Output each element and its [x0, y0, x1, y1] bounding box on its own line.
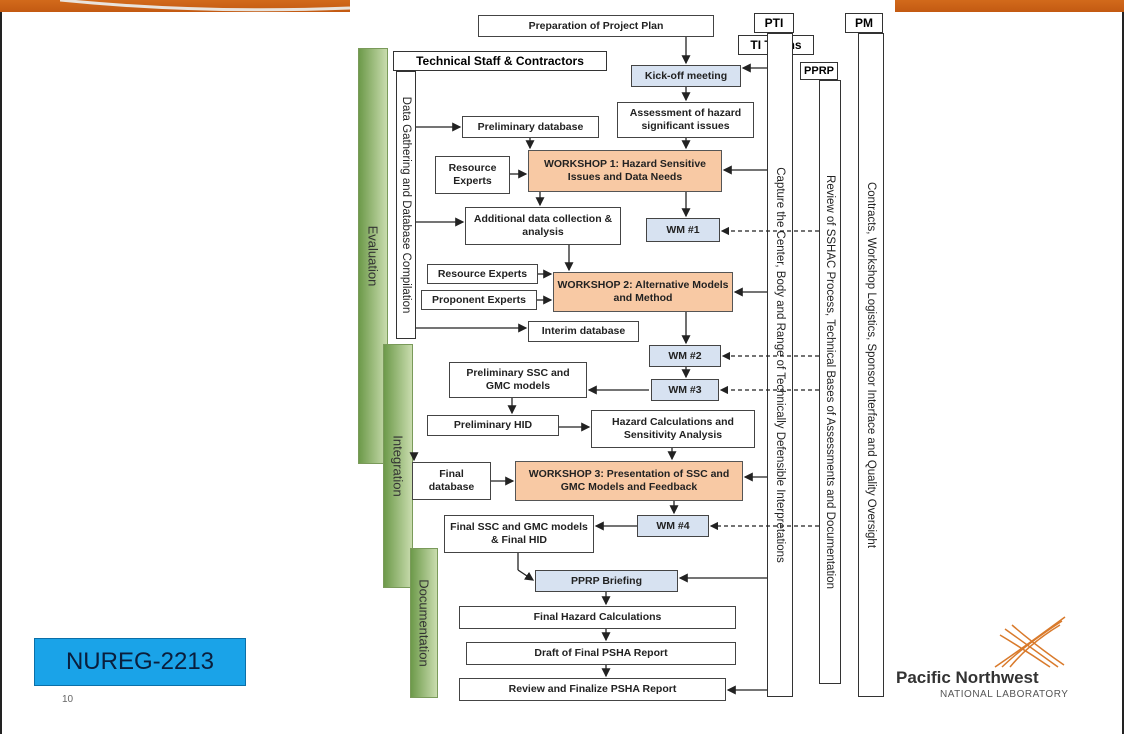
box-draft-report: Draft of Final PSHA Report	[466, 642, 736, 665]
top-banner-gap	[350, 0, 895, 12]
logo-name: Pacific Northwest	[896, 668, 1039, 687]
box-interim-db: Interim database	[528, 321, 639, 342]
box-final-hazard: Final Hazard Calculations	[459, 606, 736, 629]
box-prelim-hid: Preliminary HID	[427, 415, 559, 436]
column-contracts: Contracts, Workshop Logistics, Sponsor I…	[858, 33, 884, 697]
box-pprp-briefing: PPRP Briefing	[535, 570, 678, 592]
page-number: 10	[62, 694, 74, 705]
box-wm3: WM #3	[651, 379, 719, 401]
box-resource-experts-1: Resource Experts	[435, 156, 510, 194]
column-review: Review of SSHAC Process, Technical Bases…	[819, 80, 841, 684]
header-pprp: PPRP	[800, 62, 838, 80]
slide-border-right	[1122, 12, 1124, 734]
column-capture: Capture the Center, Body and Range of Te…	[767, 33, 793, 697]
box-prelim-db: Preliminary database	[462, 116, 599, 138]
box-additional-data: Additional data collection & analysis	[465, 207, 621, 245]
box-wm4: WM #4	[637, 515, 709, 537]
pnnl-logo-icon	[994, 616, 1066, 668]
box-wm2: WM #2	[649, 345, 721, 367]
column-data-gathering: Data Gathering and Database Compilation	[396, 71, 416, 339]
header-pm: PM	[845, 13, 883, 33]
box-prelim-models: Preliminary SSC and GMC models	[449, 362, 587, 398]
box-assessment: Assessment of hazard significant issues	[617, 102, 754, 138]
box-project-plan: Preparation of Project Plan	[478, 15, 714, 37]
box-hazard-calc: Hazard Calculations and Sensitivity Anal…	[591, 410, 755, 448]
box-proponent-experts: Proponent Experts	[421, 290, 537, 310]
box-final-db: Final database	[412, 462, 491, 500]
phase-documentation: Documentation	[410, 548, 438, 698]
header-pti: PTI	[754, 13, 794, 33]
box-review-report: Review and Finalize PSHA Report	[459, 678, 726, 701]
slide-border-left	[0, 12, 2, 734]
box-wm1: WM #1	[646, 218, 720, 242]
box-workshop-1: WORKSHOP 1: Hazard Sensitive Issues and …	[528, 150, 722, 192]
box-workshop-2: WORKSHOP 2: Alternative Models and Metho…	[553, 272, 733, 312]
logo-subtitle: NATIONAL LABORATORY	[940, 689, 1069, 700]
box-resource-experts-2: Resource Experts	[427, 264, 538, 284]
box-final-models: Final SSC and GMC models & Final HID	[444, 515, 594, 553]
box-workshop-3: WORKSHOP 3: Presentation of SSC and GMC …	[515, 461, 743, 501]
box-kickoff: Kick-off meeting	[631, 65, 741, 87]
header-staff: Technical Staff & Contractors	[393, 51, 607, 71]
nureg-badge: NUREG-2213	[34, 638, 246, 686]
banner-swoosh	[60, 0, 350, 12]
